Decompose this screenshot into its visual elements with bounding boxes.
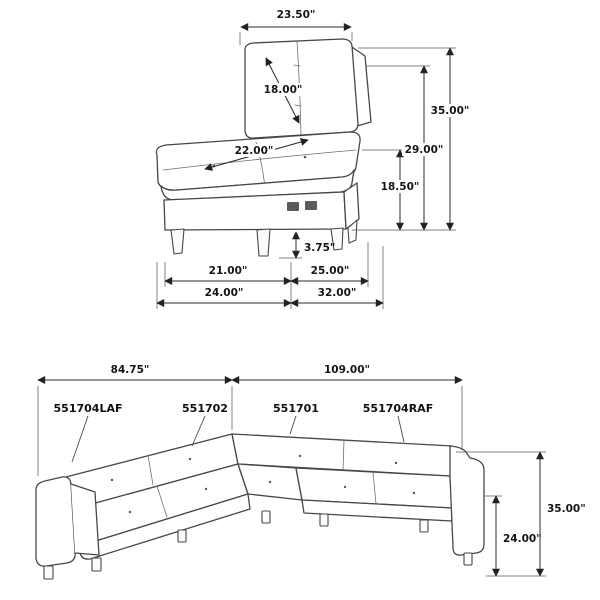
dim-label-top-width: 23.50" [277,9,316,21]
label-backing [428,104,472,117]
dim-label-right-width: 109.00" [324,364,370,376]
dim-label-left-width: 84.75" [111,364,150,376]
dim-label-sectional-height: 35.00" [547,503,586,515]
sectional-leg [419,519,429,533]
sectional-diagram: 84.75" 109.00" 35.00" 24.00" 551704LAF 5… [35,364,586,580]
dim-label-overall-height: 35.00" [431,105,470,117]
sectional-left-back-seam [147,454,154,486]
sku-label-corner: 551701 [273,402,319,415]
sku-label-armless: 551702 [182,402,228,415]
sku-label-raf: 551704RAF [363,402,433,415]
sectional-leg [463,552,473,566]
sectional-dimensions: 84.75" 109.00" 35.00" 24.00" [37,364,586,577]
label-backing [233,144,275,157]
sku-label-laf: 551704LAF [54,402,123,415]
dim-label-leg-height: 3.75" [304,242,335,254]
label-backing [262,83,304,96]
sectional-right-seat-divider [372,471,377,505]
tuft-button [298,454,302,458]
chair-leg [256,228,271,257]
leader-line-armless [191,415,206,447]
chair-leg [170,228,185,255]
leader-line-corner [289,415,297,435]
sectional-leg [43,565,54,580]
sectional-leg [177,529,187,543]
sectional-part-labels: 551704LAF 551702 551701 551704RAF [54,402,433,463]
tuft-button [188,457,192,461]
tuft-button [343,485,347,489]
chair-diagram: 23.50" 18.00" 22.00" 35.00" 29.00" 18.50… [155,9,472,309]
sectional-left-arm-inner [70,483,100,556]
chair-leg [330,227,344,251]
sectional-right-back-seam [342,439,345,471]
chair-connector-bracket [305,201,317,210]
tuft-button [268,480,272,484]
leader-line-laf [71,415,89,463]
tuft-button [128,510,132,514]
dim-label-seat-height: 18.50" [381,181,420,193]
dim-label-back-to-floor: 29.00" [405,144,444,156]
chair-leg [347,219,358,244]
dim-label-inner-depth: 25.00" [311,265,350,277]
sectional-leg [91,557,102,572]
sectional-leg [261,510,271,524]
sectional-art [35,433,485,580]
chair-base-side [343,182,360,230]
chair-dimensions: 23.50" 18.00" 22.00" 35.00" 29.00" 18.50… [156,9,472,309]
dim-label-back-height: 18.00" [264,84,303,96]
sectional-left-arm [35,476,76,567]
leader-line-raf [397,415,405,443]
sectional-leg [319,513,329,527]
dim-label-overall-depth: 32.00" [318,287,357,299]
chair-connector-bracket [287,202,299,211]
label-backing [402,143,446,156]
dim-label-seat-depth: 22.00" [235,145,274,157]
tuft-button [412,491,416,495]
tuft-button [110,478,114,482]
label-backing [378,180,422,193]
sectional-right-arm [449,445,485,556]
tuft-button [204,487,208,491]
sectional-left-seat-divider [156,485,168,518]
dim-label-base-width: 24.00" [205,287,244,299]
dim-label-seat-back-height: 24.00" [503,533,542,545]
tuft-button [394,461,398,465]
dim-label-seat-width: 21.00" [209,265,248,277]
chair-tuft-button [303,155,307,159]
